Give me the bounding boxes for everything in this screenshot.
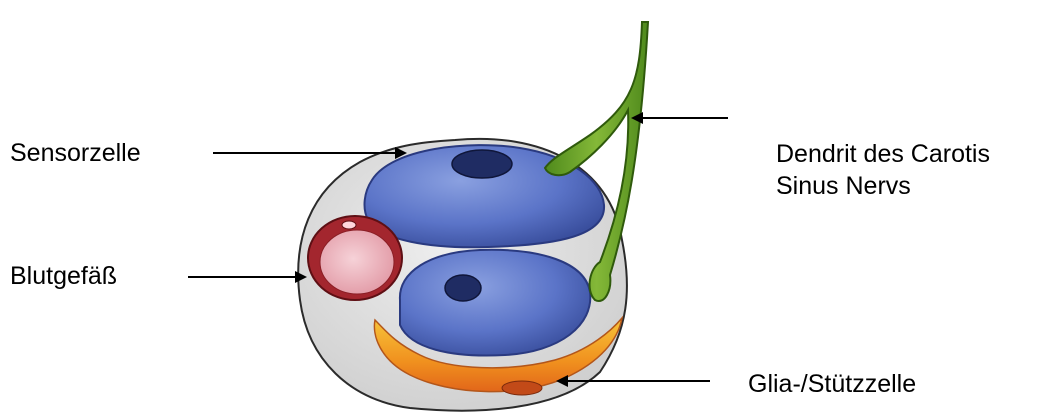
glia-nucleus [502,381,542,395]
label-glia: Glia-/Stützzelle [748,368,916,400]
sensor-nucleus-upper [452,150,512,178]
sensor-cell-lower [400,250,590,356]
label-dendrit-line2: Sinus Nervs [776,170,990,202]
label-dendrit-line1: Dendrit des Carotis [776,138,990,170]
label-dendrit: Dendrit des Carotis Sinus Nervs [776,138,990,202]
sensor-nucleus-lower [445,275,481,301]
label-sensorzelle: Sensorzelle [10,137,141,169]
blood-vessel-lumen [320,230,394,294]
label-blutgefaess: Blutgefäß [10,260,117,292]
blood-vessel-cell [342,221,356,229]
